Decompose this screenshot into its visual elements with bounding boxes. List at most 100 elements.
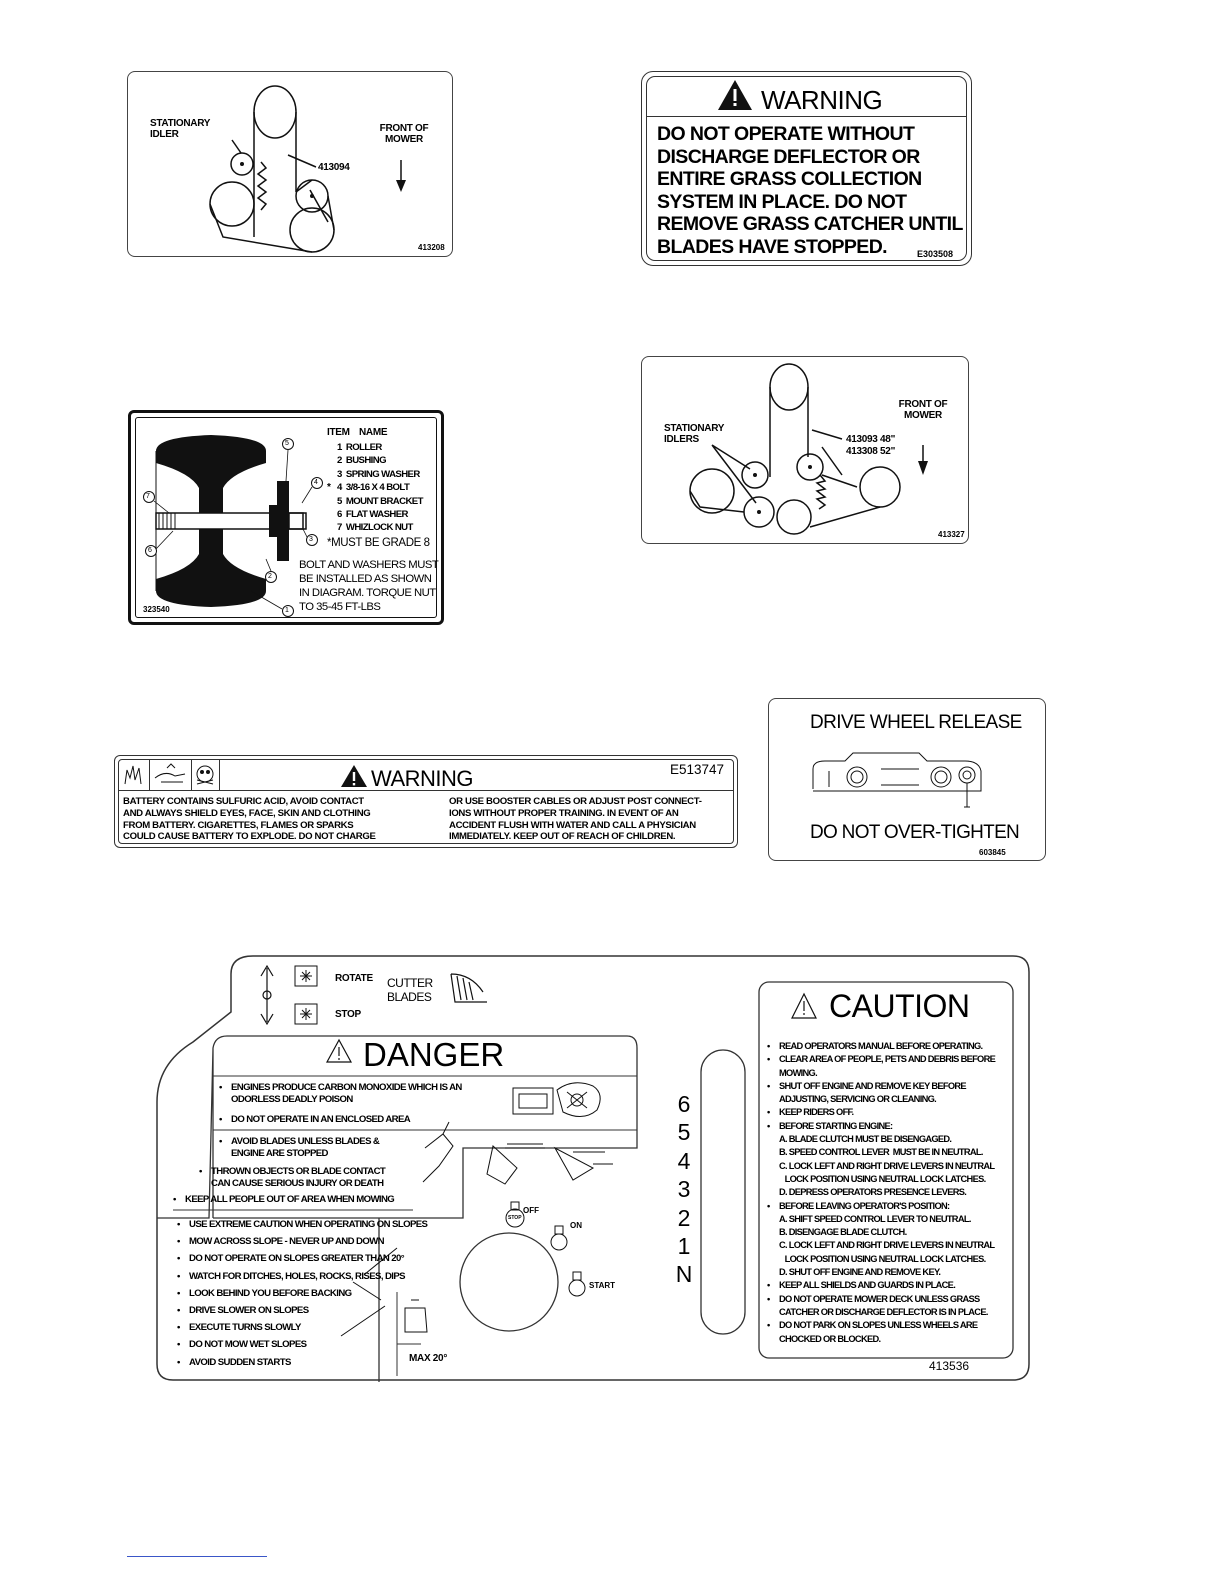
slope-item: •USE EXTREME CAUTION WHEN OPERATING ON S… <box>177 1219 428 1230</box>
front-of-mower-label: FRONT OF MOWER <box>898 399 948 421</box>
slope-item: •DO NOT MOW WET SLOPES <box>177 1339 307 1351</box>
stationary-idler-label: STATIONARY IDLER <box>150 118 210 140</box>
belt-routing-diagram <box>689 363 928 535</box>
instruction-line: IN DIAGRAM. TORQUE NUT <box>299 587 436 599</box>
danger-item: THROWN OBJECTS OR BLADE CONTACT <box>199 1166 386 1178</box>
transaxle-diagram <box>812 752 982 808</box>
warning-triangle-icon <box>718 80 752 110</box>
battery-warning-left-column: BATTERY CONTAINS SULFURIC ACID, AVOID CO… <box>123 796 376 843</box>
danger-co-block: ENGINES PRODUCE CARBON MONOXIDE WHICH IS… <box>219 1080 519 1130</box>
caution-subitem: MOWING. <box>779 1067 818 1078</box>
danger-item-cont: CAN CAUSE SERIOUS INJURY OR DEATH <box>211 1178 384 1189</box>
caution-item: •DO NOT PARK ON SLOPES UNLESS WHEELS ARE <box>767 1320 978 1331</box>
instruction-line: BE INSTALLED AS SHOWN <box>299 573 432 585</box>
warning-line: SYSTEM IN PLACE. DO NOT <box>657 190 907 213</box>
caution-subitem: B. SPEED CONTROL LEVER MUST BE IN NEUTRA… <box>779 1147 983 1158</box>
name-header: NAME <box>359 427 388 438</box>
drive-wheel-subtitle: DO NOT OVER-TIGHTEN <box>810 822 1020 843</box>
ignition-on-label: ON <box>570 1221 582 1230</box>
item-header: ITEM <box>327 427 350 438</box>
slope-item: •WATCH FOR DITCHES, HOLES, ROCKS, RISES,… <box>177 1270 406 1282</box>
battery-warning-right-column: OR USE BOOSTER CABLES OR ADJUST POST CON… <box>449 796 702 843</box>
slope-item: •DRIVE SLOWER ON SLOPES <box>177 1305 309 1317</box>
battery-hazard-icons <box>124 763 367 787</box>
parts-list: 1 ROLLER 2 BUSHING 3 SPRING WASHER 4 3/8… <box>337 441 423 535</box>
part-ref-48-label: 413093 48" <box>846 434 896 445</box>
ignition-start-label: START <box>589 1281 616 1290</box>
belt-routing-diagram <box>209 85 406 253</box>
caution-item: •BEFORE STARTING ENGINE: <box>767 1120 893 1131</box>
callout-4: 4 <box>314 479 318 486</box>
callout-1: 1 <box>285 607 289 614</box>
warning-discharge-decal: WARNING DO NOT OPERATE WITHOUT DISCHARGE… <box>641 71 972 266</box>
caution-item: •SHUT OFF ENGINE AND REMOVE KEY BEFORE <box>767 1080 967 1091</box>
belt-routing-decal-413327: STATIONARY IDLERS 413093 48" 413308 52" … <box>641 356 969 544</box>
warning-line: OR USE BOOSTER CABLES OR ADJUST POST CON… <box>449 796 702 807</box>
slope-item: •DO NOT OPERATE ON SLOPES GREATER THAN 2… <box>177 1253 405 1265</box>
part-ref-label: 413094 <box>318 162 350 173</box>
part-row: 5 MOUNT BRACKET <box>337 495 423 507</box>
part-ref-52-label: 413308 52" <box>846 446 896 457</box>
ignition-stop-label: STOP <box>508 1215 522 1221</box>
grade-note: *MUST BE GRADE 8 <box>327 537 430 549</box>
caution-subitem: C. LOCK LEFT AND RIGHT DRIVE LEVERS IN N… <box>779 1240 995 1251</box>
caution-subitem: LOCK POSITION USING NEUTRAL LOCK LATCHES… <box>779 1173 987 1184</box>
slope-item: •AVOID SUDDEN STARTS <box>177 1356 291 1368</box>
danger-item-cont: ODORLESS DEADLY POISON <box>231 1094 353 1105</box>
installation-instructions: BOLT AND WASHERS MUST BE INSTALLED AS SH… <box>299 558 439 614</box>
danger-item: ENGINES PRODUCE CARBON MONOXIDE WHICH IS… <box>219 1082 462 1094</box>
caution-subitem: A. BLADE CLUTCH MUST BE DISENGAGED. <box>779 1134 952 1145</box>
warning-line: BATTERY CONTAINS SULFURIC ACID, AVOID CO… <box>123 796 364 807</box>
callout-3: 3 <box>309 536 313 543</box>
danger-item: DO NOT OPERATE IN AN ENCLOSED AREA <box>219 1114 411 1126</box>
callout-5: 5 <box>285 440 289 447</box>
warning-body: DO NOT OPERATE WITHOUT DISCHARGE DEFLECT… <box>657 123 963 258</box>
warning-line: ACCIDENT FLUSH WITH WATER AND CALL A PHY… <box>449 819 696 831</box>
caution-subitem: C. LOCK LEFT AND RIGHT DRIVE LEVERS IN N… <box>779 1160 995 1171</box>
instruction-line: BOLT AND WASHERS MUST <box>299 559 439 571</box>
caution-heading: CAUTION <box>829 988 970 1024</box>
decal-number: 413536 <box>929 1359 970 1373</box>
caution-item: •DO NOT OPERATE MOWER DECK UNLESS GRASS <box>767 1293 980 1304</box>
decal-number: E513747 <box>670 762 725 777</box>
max-slope-label: MAX 20° <box>409 1353 448 1364</box>
warning-line: DISCHARGE DEFLECTOR OR <box>657 145 920 168</box>
warning-line: IONS WITHOUT PROPER TRAINING. IN EVENT O… <box>449 807 679 819</box>
ignition-off-label: OFF <box>523 1206 539 1215</box>
warning-line: ENTIRE GRASS COLLECTION <box>657 168 922 190</box>
danger-blades-block: AVOID BLADES UNLESS BLADES & ENGINE ARE … <box>173 1134 459 1214</box>
decal-number: E303508 <box>917 249 954 259</box>
danger-item: KEEP ALL PEOPLE OUT OF AREA WHEN MOWING <box>173 1194 395 1206</box>
part-row: 6 FLAT WASHER <box>337 509 408 521</box>
belt-routing-decal-413208: STATIONARY IDLER 413094 FRONT OF MOWER 4… <box>127 71 453 257</box>
battery-warning-heading: WARNING <box>371 766 474 791</box>
caution-item: •READ OPERATORS MANUAL BEFORE OPERATING. <box>767 1041 983 1051</box>
warning-line: BLADES HAVE STOPPED. <box>657 235 888 258</box>
stationary-idlers-label: STATIONARY IDLERS <box>664 423 724 445</box>
speed-1: 1 <box>677 1233 691 1260</box>
front-of-mower-label: FRONT OF MOWER <box>379 123 429 145</box>
caution-item: •KEEP RIDERS OFF. <box>767 1107 854 1118</box>
instruction-line: TO 35-45 FT-LBS <box>299 601 381 613</box>
caution-subitem: A. SHIFT SPEED CONTROL LEVER TO NEUTRAL. <box>779 1213 971 1224</box>
warning-line: FROM BATTERY. CIGARETTES, FLAMES OR SPAR… <box>123 819 354 831</box>
decal-number: 323540 <box>143 605 170 614</box>
part-row: 3 SPRING WASHER <box>337 468 420 480</box>
slope-item: •MOW ACROSS SLOPE - NEVER UP AND DOWN <box>177 1236 385 1248</box>
caution-item: •BEFORE LEAVING OPERATOR'S POSITION: <box>767 1200 950 1211</box>
danger-item-cont: ENGINE ARE STOPPED <box>231 1148 328 1159</box>
warning-line: IMMEDIATELY. KEEP OUT OF REACH OF CHILDR… <box>449 831 676 843</box>
speed-neutral: N <box>675 1261 693 1288</box>
speed-5: 5 <box>677 1119 691 1146</box>
control-panel-decal: ROTATE STOP CUTTER BLADES DANGER ENGINES… <box>153 952 1031 1384</box>
part-row: 1 ROLLER <box>337 442 382 453</box>
cutter-blades-label: CUTTER BLADES <box>387 976 433 1004</box>
warning-line: DO NOT OPERATE WITHOUT <box>657 123 915 145</box>
slope-safety-list: •USE EXTREME CAUTION WHEN OPERATING ON S… <box>177 1216 428 1371</box>
decal-number: 413327 <box>938 530 965 539</box>
caution-subitem: D. DEPRESS OPERATORS PRESENCE LEVERS. <box>779 1187 967 1198</box>
slope-item: •EXECUTE TURNS SLOWLY <box>177 1322 301 1334</box>
part-row: 2 BUSHING <box>337 455 387 467</box>
callout-2: 2 <box>268 573 272 580</box>
grade-star: * <box>327 482 331 493</box>
